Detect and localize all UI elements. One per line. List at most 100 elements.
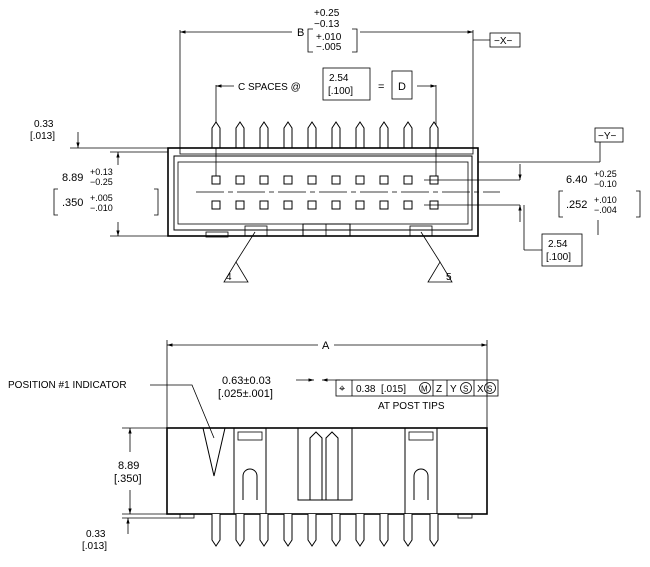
spaces-pitch-in: [.100]	[328, 86, 353, 97]
pin	[211, 514, 221, 547]
fcf-mod3: S	[487, 385, 492, 394]
height-in: .350	[62, 197, 83, 209]
side-height-mm: 8.89	[118, 460, 139, 472]
left-offset-mm: 0.33	[34, 119, 54, 130]
top-view: B +0.25 −0.13 +.010 −.005 −X− C SPACES @…	[30, 8, 641, 283]
pin-pad	[211, 175, 221, 185]
pin	[403, 514, 413, 547]
pin-row-2	[211, 200, 439, 210]
pin	[355, 514, 365, 547]
fcf-position-symbol: ⌖	[339, 383, 345, 395]
pin	[331, 121, 341, 148]
spaces-equals: =	[378, 81, 384, 93]
datum-y-box	[594, 127, 624, 143]
datum-x-label: −X−	[494, 36, 513, 47]
pin-pad	[379, 200, 389, 210]
dim-b-tol-mm-plus: +0.25	[314, 8, 340, 19]
position-indicator-leader	[150, 384, 215, 439]
latch-right-slot	[413, 468, 429, 500]
feature-control-frame: ⌖ 0.38 [.015] M Z Y S X S	[335, 379, 499, 397]
dim-b-tol-mm-minus: −0.13	[314, 19, 340, 30]
spaces-prefix: C SPACES @	[238, 82, 301, 93]
post-width-in: [.025±.001]	[218, 388, 273, 400]
datum-x-box	[489, 32, 521, 48]
dim-b-label: B	[297, 27, 304, 39]
row-spacing-in-minus: −.004	[594, 205, 617, 215]
row-spacing-mm-minus: −0.10	[594, 179, 617, 189]
d-box	[391, 70, 413, 100]
bottom-pins	[211, 514, 439, 547]
pin-pad	[355, 175, 365, 185]
fcf-datum-x: X	[477, 384, 484, 395]
fcf-mod2-circle	[460, 382, 472, 394]
note-5-triangle	[427, 261, 453, 283]
foot	[244, 225, 268, 237]
center-post-right	[325, 431, 339, 500]
height-mm-plus: +0.13	[90, 167, 113, 177]
bracket-left	[307, 28, 313, 53]
pin-pad	[403, 175, 413, 185]
pin-pad	[307, 200, 317, 210]
latch-left	[233, 427, 267, 515]
pin	[403, 121, 413, 148]
datum-y-label: −Y−	[598, 131, 617, 142]
row-spacing-mm: 6.40	[566, 174, 587, 186]
pin	[259, 514, 269, 547]
position-indicator-label: POSITION #1 INDICATOR	[8, 380, 127, 391]
pin	[429, 121, 439, 148]
note-4: 4	[226, 272, 232, 283]
at-post-tips: AT POST TIPS	[378, 401, 445, 412]
pin	[283, 121, 293, 148]
pitch-box-right	[541, 233, 583, 267]
fcf-mod2: S	[463, 385, 468, 394]
pin-pad	[283, 200, 293, 210]
pin	[283, 514, 293, 547]
pin	[259, 121, 269, 148]
latch-left-slot	[242, 468, 258, 500]
pin-pad	[235, 200, 245, 210]
pin	[331, 514, 341, 547]
center-key	[297, 427, 353, 501]
position-indicator-triangle	[202, 427, 226, 477]
foot	[409, 225, 433, 237]
pin	[307, 121, 317, 148]
pin	[379, 514, 389, 547]
dim-a-label: A	[322, 340, 330, 352]
height-in-plus: +.005	[90, 193, 113, 203]
height-mm-minus: −0.25	[90, 177, 113, 187]
pin-pad	[331, 200, 341, 210]
fcf-datum-z: Z	[436, 384, 442, 395]
height-bracket-left	[53, 188, 58, 216]
height-mm: 8.89	[62, 172, 83, 184]
side-view: A POSITION #1 INDICATOR 0.63±0.03 [.025±…	[8, 340, 499, 552]
foot	[205, 231, 229, 238]
fcf-tolerance-mm: 0.38	[356, 384, 376, 395]
pin-pad	[283, 175, 293, 185]
pin	[429, 514, 439, 547]
pin-pad	[211, 200, 221, 210]
bottom-offset-in: [.013]	[82, 541, 107, 552]
row-spacing-bracket-left	[558, 190, 563, 218]
latch-right-top	[408, 431, 434, 441]
pin	[307, 514, 317, 547]
fcf-mod1: M	[421, 385, 428, 394]
pin-pad	[331, 175, 341, 185]
spaces-result: D	[398, 81, 406, 93]
top-pins	[211, 121, 439, 148]
pitch-box-in: [.100]	[546, 252, 571, 263]
pin	[211, 121, 221, 148]
pitch-box-mm: 2.54	[548, 239, 568, 250]
pitch-box	[322, 67, 371, 101]
fcf-mod1-circle	[419, 382, 431, 394]
housing-lip	[179, 147, 474, 155]
bottom-offset-mm: 0.33	[86, 529, 106, 540]
pin	[235, 121, 245, 148]
fcf-mod3-circle	[484, 382, 496, 394]
polarization-key	[302, 223, 351, 236]
foot	[457, 513, 473, 519]
pin-pad	[235, 175, 245, 185]
row-spacing-bracket-right	[636, 190, 641, 218]
note-5-leader	[420, 231, 441, 263]
housing-cavity	[177, 161, 469, 225]
